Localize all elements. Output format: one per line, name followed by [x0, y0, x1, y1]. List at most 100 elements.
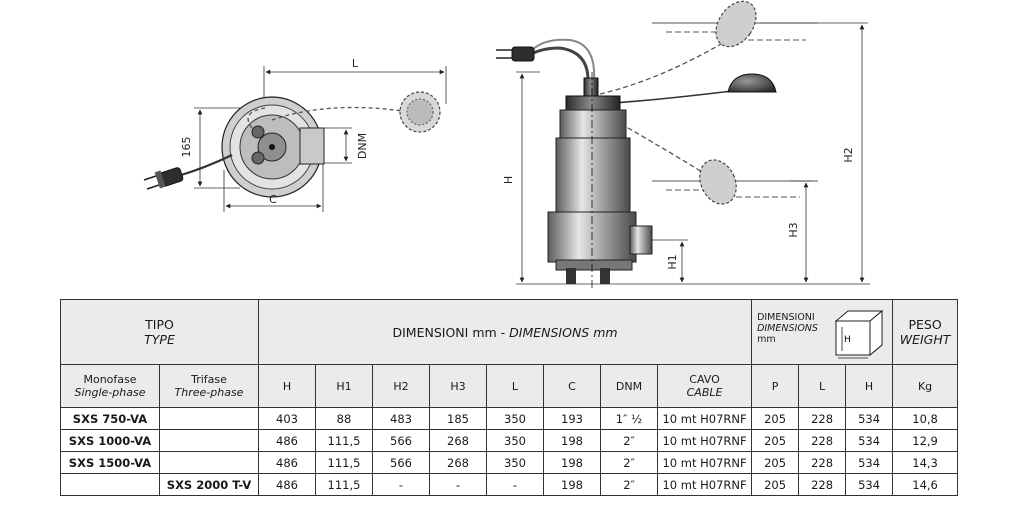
- cell-box-L: 228: [798, 407, 847, 430]
- cell-C: 198: [543, 473, 601, 496]
- cell-P: 205: [751, 451, 800, 474]
- cell-H1: 111,5: [315, 473, 373, 496]
- col-header-trifase: Trifase Three-phase: [159, 364, 259, 408]
- weight-header: PESO WEIGHT: [892, 299, 959, 365]
- cell-tri: [159, 407, 259, 430]
- dimensions-header-it: DIMENSIONI mm -: [392, 324, 510, 340]
- dim-label-H1: H1: [666, 254, 679, 269]
- box-dim-unit: mm: [757, 334, 776, 345]
- dim-label-C: C: [269, 193, 277, 206]
- col-header-H2: H2: [372, 364, 430, 408]
- col-header-H: H: [258, 364, 316, 408]
- type-header-en: TYPE: [144, 332, 175, 347]
- dim-label-DNM: DNM: [356, 133, 369, 159]
- cell-box-H: 534: [845, 429, 894, 452]
- dim-label-165: 165: [180, 137, 193, 158]
- cell-H2: 566: [372, 451, 430, 474]
- dim-label-L: L: [352, 57, 359, 70]
- cell-H2: -: [372, 473, 430, 496]
- col-header-box-L: L: [798, 364, 847, 408]
- box-dim-label-it: DIMENSIONI: [757, 312, 815, 323]
- cell-DNM: 2″: [600, 451, 658, 474]
- cell-P: 205: [751, 429, 800, 452]
- cell-L: 350: [486, 429, 544, 452]
- col-header-L: L: [486, 364, 544, 408]
- col-header-box-H: H: [845, 364, 894, 408]
- cell-box-H: 534: [845, 473, 894, 496]
- col-header-cavo: CAVO CABLE: [656, 364, 753, 408]
- col-cavo-it: CAVO: [689, 373, 720, 386]
- cell-H: 403: [258, 407, 316, 430]
- table-row: SXS 1000-VA 486 111,5 566 268 350 198 2″…: [60, 429, 959, 452]
- cell-mono: [60, 473, 160, 496]
- cell-tri: [159, 451, 259, 474]
- pump-technical-drawing: L C 165 DNM: [143, 0, 870, 290]
- col-header-C: C: [543, 364, 601, 408]
- cell-DNM: 2″: [600, 429, 658, 452]
- cell-kg: 14,6: [892, 473, 959, 496]
- cell-P: 205: [751, 407, 800, 430]
- box-cube-h-label: H: [844, 335, 851, 345]
- side-view-drawing: H H1 H2 H3: [496, 0, 870, 290]
- table-row: SXS 2000 T-V 486 111,5 - - - 198 2″ 10 m…: [60, 473, 959, 496]
- cell-kg: 14,3: [892, 451, 959, 474]
- cell-box-L: 228: [798, 429, 847, 452]
- box-cube-icon: H: [834, 309, 884, 359]
- top-view-drawing: L C 165 DNM: [143, 57, 447, 212]
- cell-C: 193: [543, 407, 601, 430]
- col-header-P: P: [751, 364, 800, 408]
- cell-kg: 12,9: [892, 429, 959, 452]
- type-header-it: TIPO: [145, 317, 174, 332]
- table-row: SXS 1500-VA 486 111,5 566 268 350 198 2″…: [60, 451, 959, 474]
- col-cavo-en: CABLE: [686, 386, 723, 399]
- cell-kg: 10,8: [892, 407, 959, 430]
- col-header-H1: H1: [315, 364, 373, 408]
- dimensions-header: DIMENSIONI mm - DIMENSIONS mm: [257, 299, 753, 365]
- cell-cavo: 10 mt H07RNF: [656, 451, 753, 474]
- cell-P: 205: [751, 473, 800, 496]
- cell-tri: SXS 2000 T-V: [159, 473, 259, 496]
- col-header-DNM: DNM: [600, 364, 658, 408]
- table-row: SXS 750-VA 403 88 483 185 350 193 1″ ½ 1…: [60, 407, 959, 430]
- cell-L: -: [486, 473, 544, 496]
- cell-cavo: 10 mt H07RNF: [656, 407, 753, 430]
- spec-table: TIPO TYPE DIMENSIONI mm - DIMENSIONS mm …: [60, 299, 959, 496]
- weight-header-it: PESO: [908, 317, 942, 332]
- cell-box-H: 534: [845, 451, 894, 474]
- dim-label-H2: H2: [842, 147, 855, 162]
- cell-cavo: 10 mt H07RNF: [656, 429, 753, 452]
- cell-H: 486: [258, 429, 316, 452]
- weight-header-en: WEIGHT: [899, 332, 951, 347]
- cell-H: 486: [258, 451, 316, 474]
- cell-box-H: 534: [845, 407, 894, 430]
- dim-label-H: H: [502, 176, 515, 184]
- cell-H1: 111,5: [315, 429, 373, 452]
- cell-H3: 268: [429, 451, 487, 474]
- cell-H3: -: [429, 473, 487, 496]
- dimensions-header-en: DIMENSIONS mm: [509, 324, 618, 340]
- cell-DNM: 1″ ½: [600, 407, 658, 430]
- cell-L: 350: [486, 451, 544, 474]
- cell-H2: 566: [372, 429, 430, 452]
- type-header: TIPO TYPE: [60, 299, 259, 365]
- col-header-H3: H3: [429, 364, 487, 408]
- col-monofase-en: Single-phase: [74, 386, 146, 399]
- cell-H1: 88: [315, 407, 373, 430]
- box-dim-label-en: DIMENSIONS: [757, 323, 818, 334]
- cell-mono: SXS 1000-VA: [60, 429, 160, 452]
- cell-H1: 111,5: [315, 451, 373, 474]
- cell-box-L: 228: [798, 473, 847, 496]
- cell-H3: 185: [429, 407, 487, 430]
- dim-label-H3: H3: [787, 222, 800, 237]
- cell-mono: SXS 750-VA: [60, 407, 160, 430]
- cell-box-L: 228: [798, 451, 847, 474]
- box-dimensions-header: DIMENSIONI DIMENSIONS mm H: [751, 299, 894, 365]
- cell-mono: SXS 1500-VA: [60, 451, 160, 474]
- cell-H2: 483: [372, 407, 430, 430]
- cell-L: 350: [486, 407, 544, 430]
- col-trifase-en: Three-phase: [174, 386, 244, 399]
- cell-C: 198: [543, 451, 601, 474]
- cell-DNM: 2″: [600, 473, 658, 496]
- cell-C: 198: [543, 429, 601, 452]
- cell-H3: 268: [429, 429, 487, 452]
